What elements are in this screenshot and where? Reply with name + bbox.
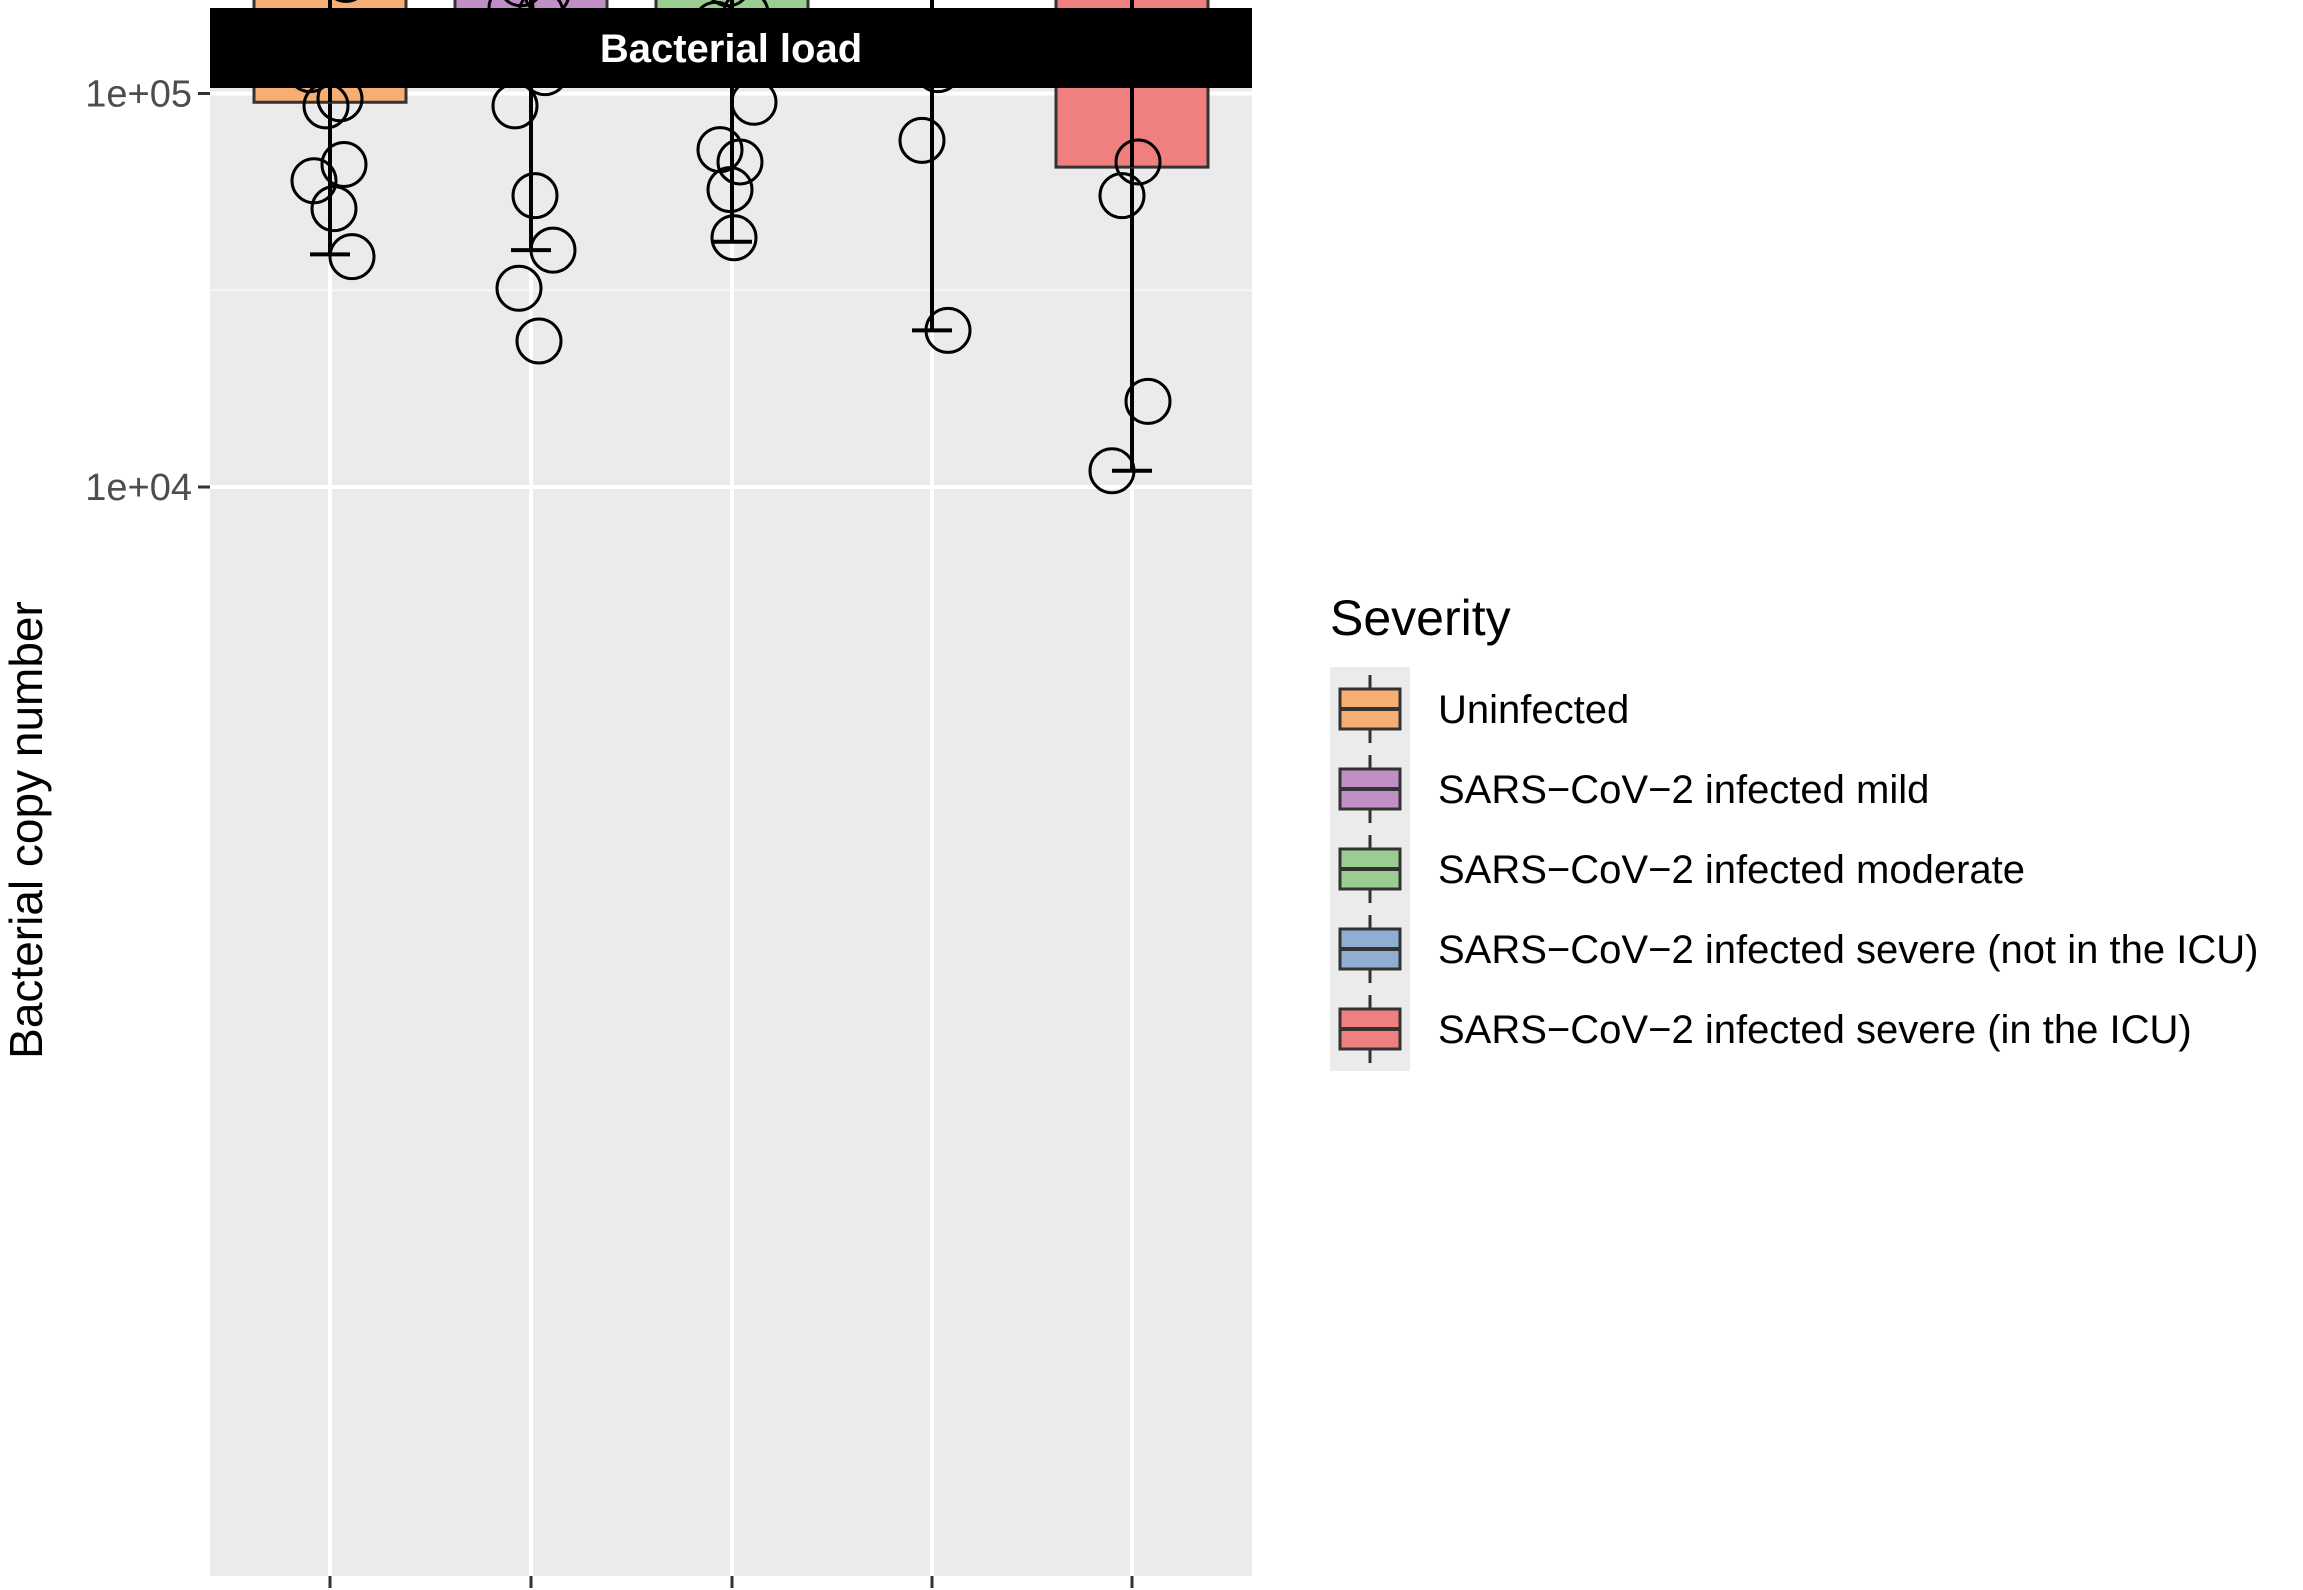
data-point [495,264,543,312]
data-point [898,116,946,164]
legend-item-3: SARS−CoV−2 infected moderate [1338,835,2025,903]
plot-panel [210,0,1252,1576]
legend-item-2: SARS−CoV−2 infected mild [1338,755,1929,823]
data-point [334,0,358,3]
data-point [515,317,563,365]
legend-label: SARS−CoV−2 infected moderate [1438,848,2025,892]
data-point [706,166,754,214]
data-point [529,226,577,274]
legend-title: Severity [1330,590,1511,646]
legend-label: SARS−CoV−2 infected severe (in the ICU) [1438,1008,2192,1052]
y-tick-label: 1e+05 [85,74,192,116]
data-point [328,233,376,281]
legend-label: Uninfected [1438,688,1629,732]
x-axis [328,1576,1134,1588]
data-point [1124,377,1172,425]
data-point [511,172,559,220]
data-point [710,214,758,262]
y-axis-title: Bacterial copy number [0,601,52,1059]
legend-item-4: SARS−CoV−2 infected severe (not in the I… [1338,915,2258,983]
data-point [924,306,972,354]
y-tick-label: 1e+04 [85,467,192,509]
strip-background [210,8,1252,88]
legend-label: SARS−CoV−2 infected mild [1438,768,1929,812]
data-point [1114,138,1162,186]
data-point [320,141,368,189]
legend-item-1: Uninfected [1338,675,1629,743]
data-point [716,138,764,186]
data-point [1098,172,1146,220]
chart-title: Bacterial load [600,27,862,71]
legend-item-5: SARS−CoV−2 infected severe (in the ICU) [1338,995,2192,1063]
legend-label: SARS−CoV−2 infected severe (not in the I… [1438,928,2258,972]
facet-strip: Bacterial load [210,8,1252,88]
data-point [310,185,358,233]
data-point [1088,447,1136,495]
